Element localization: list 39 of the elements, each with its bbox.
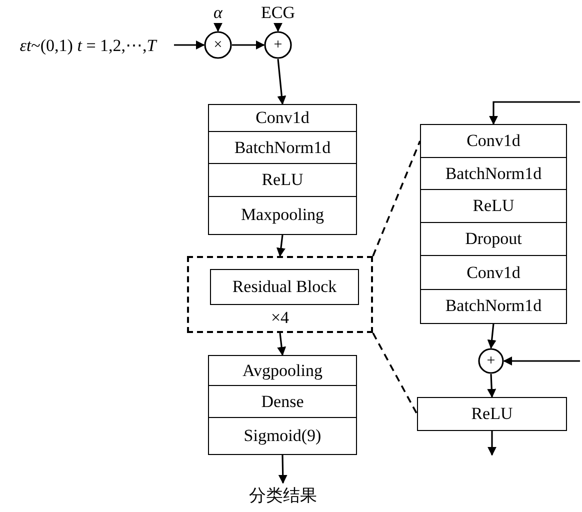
input-label: α bbox=[206, 2, 230, 24]
arrow bbox=[174, 40, 205, 50]
arrow bbox=[487, 323, 496, 349]
arrow bbox=[277, 332, 286, 356]
layer-box: BatchNorm1d bbox=[208, 130, 357, 164]
layer-box: ReLU bbox=[417, 397, 567, 431]
sum-circle: + bbox=[264, 31, 292, 59]
arrow bbox=[274, 22, 282, 32]
layer-box: Conv1d bbox=[420, 255, 567, 290]
layer-box: Avgpooling bbox=[208, 355, 357, 386]
repeat-count: ×4 bbox=[270, 308, 290, 328]
arrow bbox=[489, 101, 580, 125]
layer-box: BatchNorm1d bbox=[420, 288, 567, 324]
zoom-line bbox=[372, 332, 418, 414]
arrow bbox=[214, 22, 222, 32]
arrow bbox=[503, 356, 580, 366]
layer-box: BatchNorm1d bbox=[420, 156, 567, 190]
layer-box: ReLU bbox=[208, 163, 357, 197]
multiply-circle: × bbox=[204, 31, 232, 59]
layer-box: Conv1d bbox=[420, 124, 567, 158]
arrow bbox=[277, 58, 286, 105]
layer-box: Maxpooling bbox=[208, 196, 357, 235]
layer-box: Sigmoid(9) bbox=[208, 417, 357, 455]
arrow bbox=[487, 374, 496, 398]
layer-box: Conv1d bbox=[208, 104, 357, 132]
arrow bbox=[232, 40, 265, 50]
arrow bbox=[276, 234, 286, 257]
arrow bbox=[488, 431, 496, 456]
input-label: ECG bbox=[258, 2, 298, 24]
sum-circle: + bbox=[478, 348, 504, 374]
noise-label: εt~(0,1) t = 1,2,⋯,T bbox=[2, 34, 174, 56]
residual-block-box: Residual Block bbox=[210, 269, 359, 305]
layer-box: Dense bbox=[208, 384, 357, 418]
dashed-group-box bbox=[187, 256, 373, 333]
output-label: 分类结果 bbox=[250, 483, 316, 507]
arrow bbox=[278, 454, 288, 484]
zoom-line bbox=[372, 140, 421, 256]
layer-box: Dropout bbox=[420, 222, 567, 256]
layer-box: ReLU bbox=[420, 189, 567, 223]
